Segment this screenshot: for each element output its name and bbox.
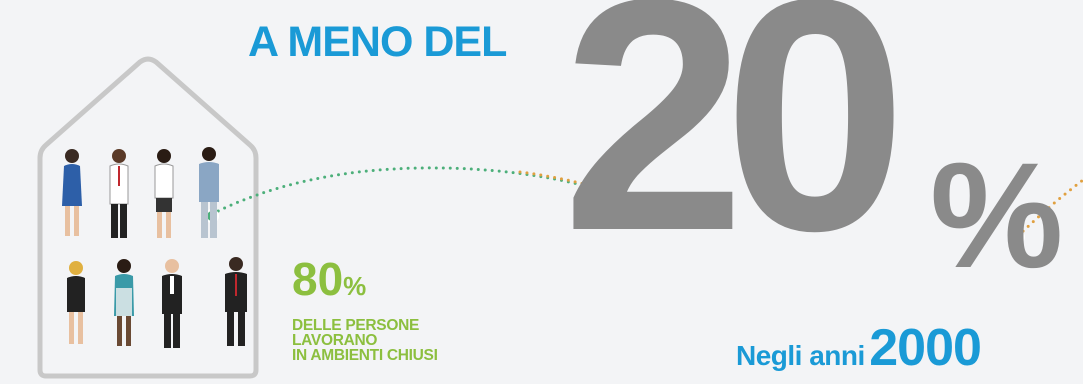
big-stat-percent: % xyxy=(930,131,1064,299)
person-icon xyxy=(67,261,85,344)
connector-dot-icon xyxy=(666,208,680,222)
connector-line-left xyxy=(210,166,674,217)
headline: A MENO DEL xyxy=(248,18,507,66)
years-prefix: Negli anni xyxy=(736,340,865,371)
big-stat-number: 20 xyxy=(562,0,907,299)
indoor-stat-value: 80% xyxy=(292,256,366,302)
person-icon xyxy=(114,259,134,346)
person-icon xyxy=(109,149,129,238)
person-icon xyxy=(199,147,219,238)
person-icon xyxy=(62,149,82,236)
caption-line: LAVORANO xyxy=(292,332,378,349)
indoor-stat-number: 80 xyxy=(292,253,344,305)
connector-line-left-orange xyxy=(518,170,674,217)
house-outline-icon xyxy=(37,56,259,379)
indoor-stat-caption: DELLE PERSONE LAVORANO IN AMBIENTI CHIUS… xyxy=(292,317,438,364)
person-icon xyxy=(225,257,247,346)
connector-dot-icon xyxy=(1011,230,1025,244)
caption-line: IN AMBIENTI CHIUSI xyxy=(292,347,438,364)
years-line: Negli anni 2000 xyxy=(736,319,982,377)
caption-line: DELLE PERSONE xyxy=(292,317,420,334)
indoor-stat-unit: % xyxy=(343,271,367,301)
person-icon xyxy=(154,149,174,238)
person-icon xyxy=(162,259,182,348)
years-value: 2000 xyxy=(869,319,982,377)
connector-line-right xyxy=(1016,178,1083,238)
